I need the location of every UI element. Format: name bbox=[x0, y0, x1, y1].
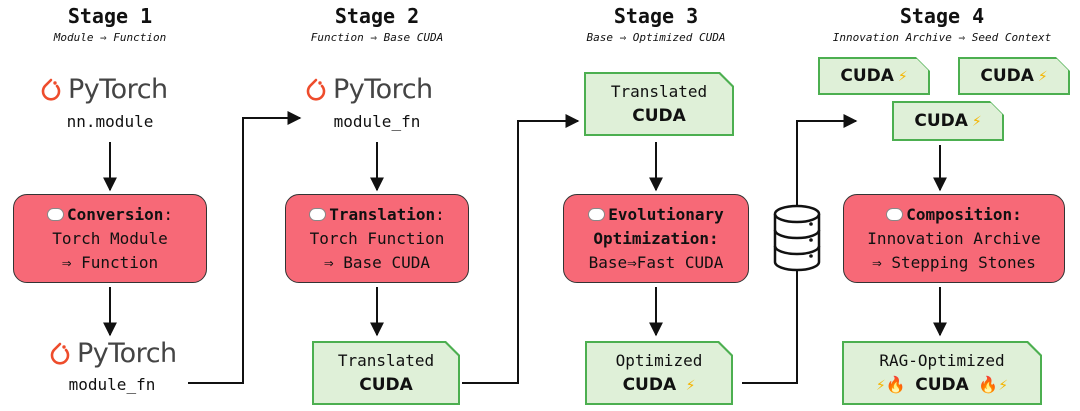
seed-cuda-box-2: CUDA⚡ bbox=[958, 57, 1070, 95]
conversion-colon: : bbox=[163, 204, 173, 224]
speech-bubble-icon bbox=[886, 207, 904, 221]
composition-heading: Composition: bbox=[906, 204, 1022, 224]
module-fn-label-s2: module_fn bbox=[333, 112, 421, 131]
pytorch-logo-s1-bottom: PyTorch bbox=[49, 338, 177, 369]
stage-4-title: Stage 4 bbox=[899, 4, 985, 28]
cuda-label: CUDA bbox=[915, 375, 969, 395]
arrow-s2-to-s3 bbox=[462, 114, 580, 384]
rag-optimized-label: RAG-Optimized bbox=[879, 351, 1005, 370]
fire-icon: 🔥 bbox=[885, 375, 906, 394]
lightning-icon: ⚡ bbox=[971, 111, 982, 130]
lightning-icon: ⚡ bbox=[998, 375, 1008, 394]
composition-line-2: ⇒ Stepping Stones bbox=[872, 252, 1036, 272]
stage-4-subtitle: Innovation Archive ⇒ Seed Context bbox=[832, 31, 1052, 44]
cuda-label: CUDA bbox=[359, 375, 413, 395]
speech-bubble-icon bbox=[588, 207, 606, 221]
stage-3-title: Stage 3 bbox=[613, 4, 699, 28]
translation-heading: Translation bbox=[329, 204, 436, 224]
pytorch-wordmark: PyTorch bbox=[333, 74, 433, 105]
translation-colon: : bbox=[435, 204, 445, 224]
translated-label: Translated bbox=[610, 82, 708, 101]
stage-3-subtitle: Base ⇒ Optimized CUDA bbox=[586, 31, 726, 44]
conversion-box: Conversion: Torch Module ⇒ Function bbox=[13, 194, 207, 283]
translation-line-1: Torch Function bbox=[309, 228, 445, 248]
seed-cuda-box-1: CUDA⚡ bbox=[818, 57, 930, 95]
lightning-icon: ⚡ bbox=[1037, 66, 1048, 85]
composition-line-1: Innovation Archive bbox=[867, 228, 1041, 248]
lightning-icon: ⚡ bbox=[685, 375, 696, 394]
pytorch-flame-icon bbox=[306, 78, 326, 101]
translation-line-2: ⇒ Base CUDA bbox=[324, 252, 430, 272]
optimization-heading: Optimization: bbox=[593, 228, 719, 248]
pytorch-flame-icon bbox=[50, 342, 70, 365]
pytorch-flame-icon bbox=[41, 78, 61, 101]
pytorch-wordmark: PyTorch bbox=[68, 74, 168, 105]
stage-2-subtitle: Function ⇒ Base CUDA bbox=[310, 31, 444, 44]
seed-cuda-box-3: CUDA⚡ bbox=[892, 101, 1004, 141]
pytorch-logo-s1-top: PyTorch bbox=[40, 74, 168, 105]
evolutionary-heading: Evolutionary bbox=[608, 204, 724, 224]
translated-label: Translated bbox=[337, 351, 435, 370]
database-icon bbox=[773, 204, 821, 272]
cuda-label: CUDA bbox=[840, 66, 894, 86]
optimized-label: Optimized bbox=[615, 351, 703, 370]
nn-module-label: nn.module bbox=[66, 112, 154, 131]
composition-box: Composition: Innovation Archive ⇒ Steppi… bbox=[843, 194, 1065, 283]
evolutionary-line: Base⇒Fast CUDA bbox=[588, 252, 724, 272]
fire-icon: 🔥 bbox=[978, 375, 999, 394]
cuda-label: CUDA bbox=[632, 106, 686, 126]
cuda-label: CUDA bbox=[980, 66, 1034, 86]
stage-1-title: Stage 1 bbox=[67, 4, 153, 28]
lightning-icon: ⚡ bbox=[876, 375, 886, 394]
optimized-cuda-output-s3: Optimized CUDA ⚡ bbox=[585, 341, 733, 405]
arrow-s1-to-s2 bbox=[188, 111, 302, 384]
conversion-heading: Conversion bbox=[67, 204, 164, 224]
conversion-line-2: ⇒ Function bbox=[61, 252, 159, 272]
speech-bubble-icon bbox=[309, 207, 327, 221]
stage-1-subtitle: Module ⇒ Function bbox=[53, 31, 167, 44]
speech-bubble-icon bbox=[47, 207, 65, 221]
evolutionary-optimization-box: Evolutionary Optimization: Base⇒Fast CUD… bbox=[563, 194, 749, 283]
pytorch-logo-s2: PyTorch bbox=[305, 74, 433, 105]
module-fn-label-s1: module_fn bbox=[68, 375, 156, 394]
translation-box: Translation: Torch Function ⇒ Base CUDA bbox=[285, 194, 469, 283]
cuda-label: CUDA bbox=[914, 111, 968, 131]
stage-2-title: Stage 2 bbox=[334, 4, 420, 28]
rag-optimized-cuda-output: RAG-Optimized ⚡🔥 CUDA 🔥⚡ bbox=[842, 341, 1042, 405]
cuda-label: CUDA bbox=[622, 375, 677, 395]
conversion-line-1: Torch Module bbox=[52, 228, 168, 248]
translated-cuda-input-s3: Translated CUDA bbox=[584, 72, 734, 136]
translated-cuda-output-s2: Translated CUDA bbox=[312, 341, 460, 405]
lightning-icon: ⚡ bbox=[897, 66, 908, 85]
pytorch-wordmark: PyTorch bbox=[77, 338, 177, 369]
